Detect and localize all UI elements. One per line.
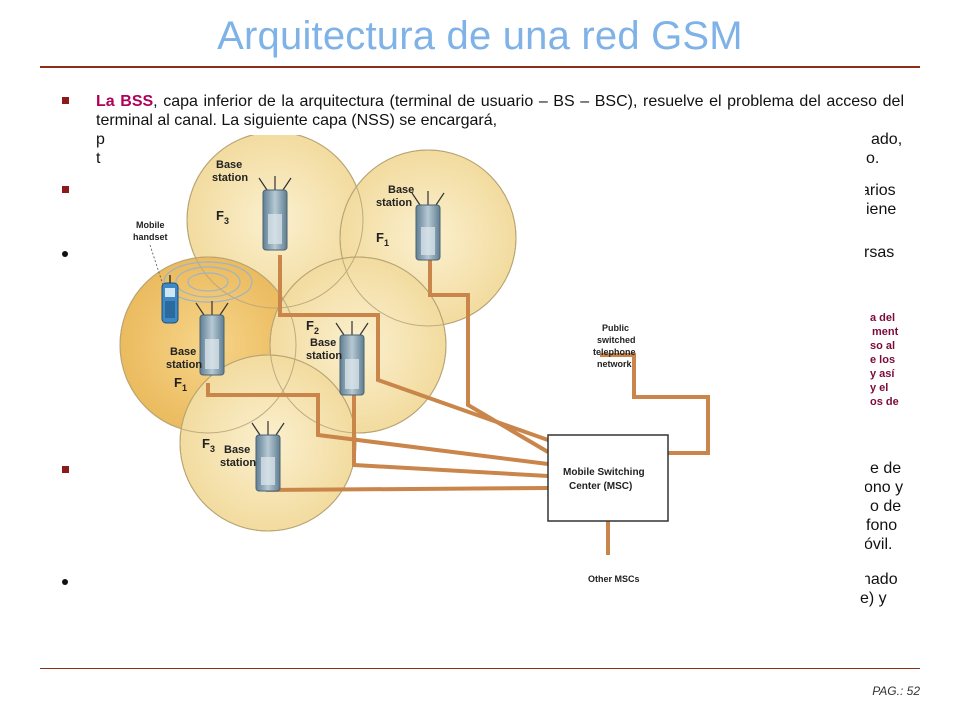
page-number: PAG.: 52 [872,684,920,698]
tower-icon [251,421,285,492]
cell-outlines [119,131,517,532]
note-fragment: ment [872,326,899,338]
diagram-canvas: Base station F3 Base station F1 Base sta… [119,131,710,584]
bullet-marker [62,186,69,193]
note-fragment: so al [870,340,896,352]
cell-label: Base [170,346,196,358]
line-fragment: e) y [860,590,887,607]
pstn-label: Public switched telephone network [593,323,636,369]
handset-label: Mobile handset [133,220,168,242]
tower-icon [258,176,292,251]
msc-label: Mobile Switching [563,467,645,478]
tower-icon [195,301,229,376]
paragraph-bss: La BSS, capa inferior de la arquitectura… [96,92,904,130]
bullet-marker [62,251,68,257]
freq-label: F1 [376,230,389,248]
cell-label: Base [310,337,336,349]
note-fragment: e los [870,354,896,366]
svg-text:Mobile: Mobile [136,220,165,230]
note-fragment: y así [870,368,895,380]
title-divider [40,66,920,68]
cell-label: station [376,197,412,209]
freq-label: F3 [202,436,215,454]
svg-text:telephone: telephone [593,347,636,357]
freq-label: F2 [306,318,319,336]
cell-label: station [220,457,256,469]
cell-label: station [166,359,202,371]
line-fragment: p [96,131,105,148]
line-fragment: o de [870,498,902,515]
cell-label: station [306,350,342,362]
line-fragment: ono y [864,479,904,496]
gsm-cellular-diagram: Base station F3 Base station F1 Base sta… [108,131,865,590]
line-fragment: fono [866,517,898,534]
svg-text:switched: switched [597,335,636,345]
tower-icon [411,191,445,261]
bullet-marker [62,466,69,473]
msc-label: Center (MSC) [569,481,632,492]
other-mscs-label: Other MSCs [588,574,640,584]
note-fragment: a del [870,312,896,324]
handset-pointer [149,244,164,286]
cell-label: station [212,172,248,184]
bullet-marker [62,579,68,585]
line-fragment: e de [870,460,902,477]
line-fragment: nado [862,571,898,588]
cell-label: Base [388,184,414,196]
svg-text:network: network [597,359,633,369]
line-fragment: ado, [871,131,903,148]
bullet-marker [62,97,69,104]
base-station-towers [195,176,445,492]
line-fragment: óvil. [864,536,893,553]
freq-label: F3 [216,208,229,226]
freq-label: F1 [174,375,187,393]
slide-title: Arquitectura de una red GSM [217,14,743,58]
cell-labels: Base station F3 Base station F1 Base sta… [166,159,414,469]
tower-icon [335,321,369,396]
line-fragment: t [96,150,101,167]
svg-text:handset: handset [133,232,168,242]
radio-waves [163,261,253,303]
mobile-phone-icon [161,275,179,324]
line-fragment: o. [866,150,880,167]
footer-divider [40,668,920,669]
line-fragment: iene [866,201,897,218]
svg-text:Public: Public [602,323,629,333]
note-fragment: os de [870,396,899,408]
cell-label: Base [224,444,250,456]
msc-box [547,434,669,522]
line-fragment: rsas [864,244,895,261]
cell-label: Base [216,159,242,171]
note-fragment: y el [870,382,889,394]
line-fragment: arios [861,182,896,199]
bss-text: , capa inferior de la arquitectura (term… [96,93,905,129]
bss-term: La BSS [96,93,154,110]
